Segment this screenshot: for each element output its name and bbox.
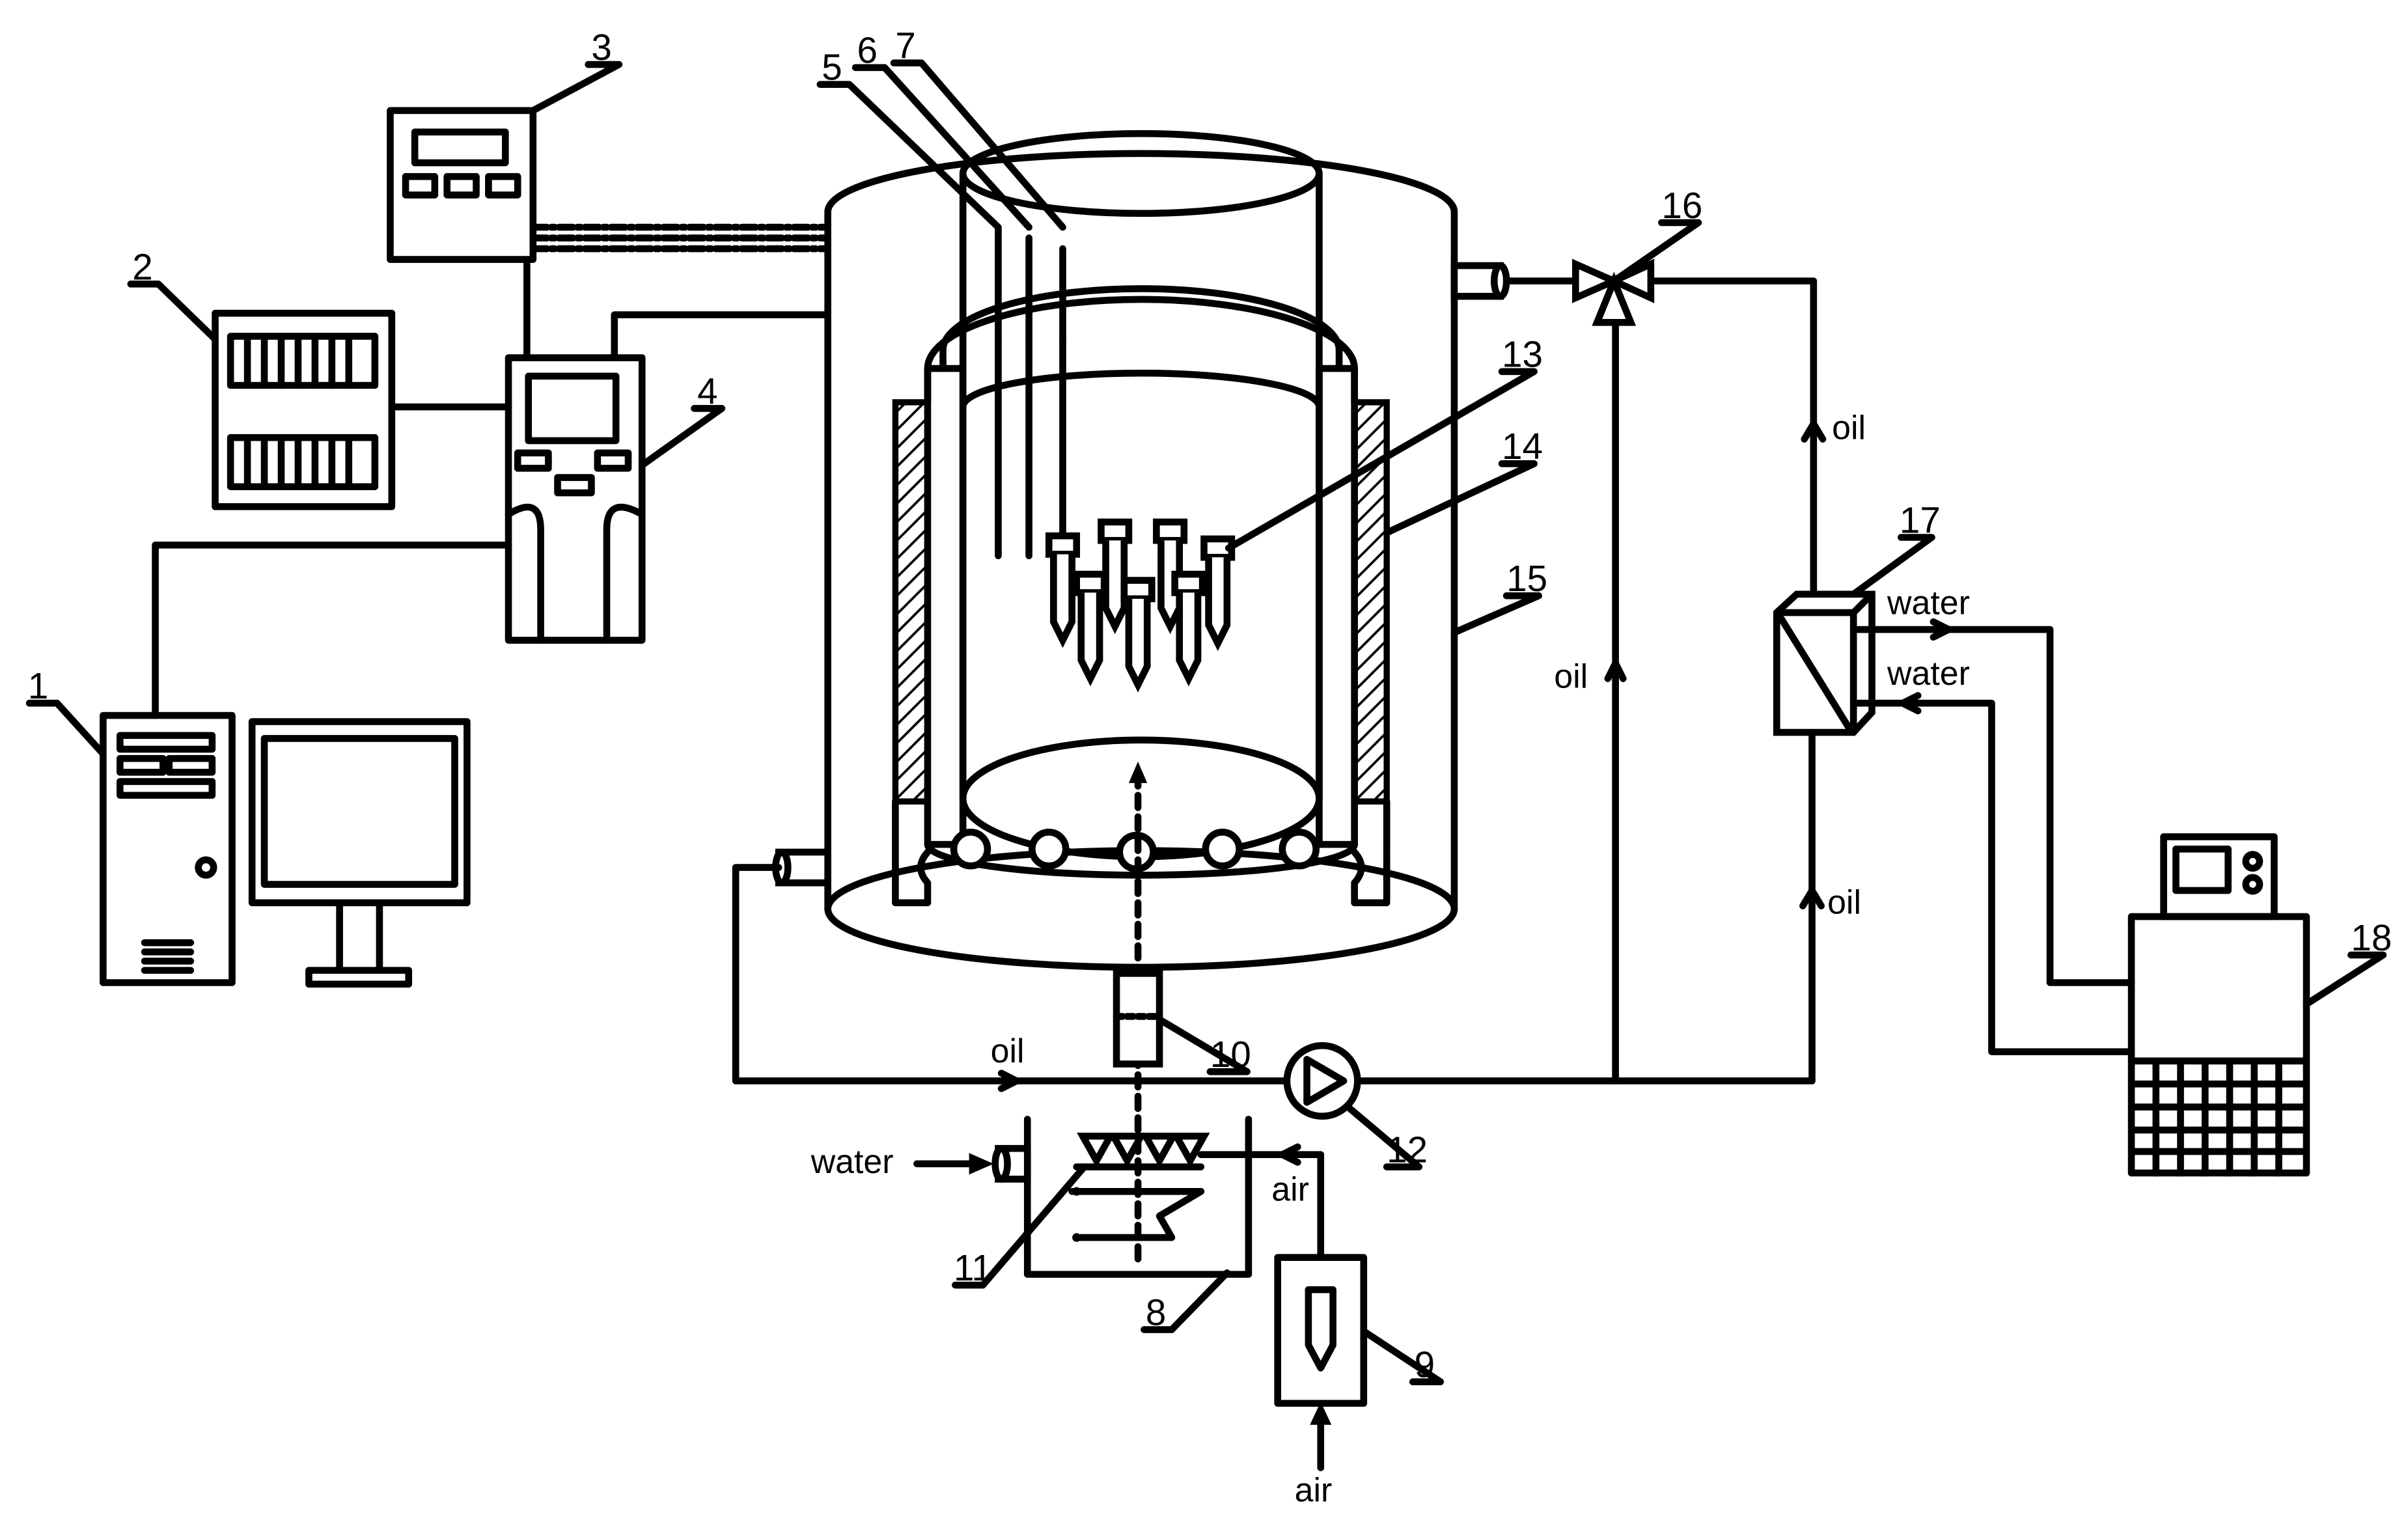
three-way-valve [1571, 258, 1655, 326]
leader-lines [25, 59, 2387, 1386]
label-water-tank-inlet: water [810, 1142, 894, 1180]
sample-tubes [1045, 518, 1236, 693]
label-water-in: water [1887, 654, 1970, 692]
oil-piping [732, 277, 1827, 1092]
label-part-9: 9 [1415, 1344, 1435, 1385]
label-oil-lower: oil [1827, 883, 1861, 920]
label-part-5: 5 [822, 47, 842, 88]
label-oil-bottom: oil [991, 1032, 1025, 1070]
label-part-6: 6 [857, 30, 877, 71]
label-oil-riser: oil [1554, 657, 1588, 695]
water-bath [2127, 833, 2310, 1177]
flow-labels: oil oil oil oil water water water air ai… [810, 409, 1970, 1509]
oil-outlet-port [1450, 262, 1510, 300]
label-part-14: 14 [1502, 426, 1543, 467]
data-recorder [212, 309, 512, 510]
label-air-inlet: air [1295, 1471, 1333, 1509]
heating-jacket [892, 285, 1391, 907]
part-number-labels: 1 2 3 4 5 6 7 8 9 10 11 12 13 14 15 16 1… [28, 25, 2392, 1385]
label-part-1: 1 [28, 665, 48, 706]
label-part-16: 16 [1661, 185, 1702, 226]
label-part-8: 8 [1146, 1292, 1166, 1333]
label-part-13: 13 [1502, 334, 1543, 375]
probes [995, 223, 1066, 560]
label-part-4: 4 [697, 370, 717, 411]
label-air-to-nozzles: air [1271, 1170, 1309, 1208]
label-oil-upper: oil [1832, 409, 1866, 447]
label-part-11: 11 [954, 1247, 992, 1288]
label-part-12: 12 [1387, 1129, 1428, 1170]
pump [1283, 1042, 1361, 1120]
computer [100, 541, 512, 988]
oil-inlet-port [772, 848, 831, 887]
label-part-18: 18 [2351, 917, 2392, 958]
label-part-7: 7 [895, 25, 915, 66]
water-tank [913, 1116, 1252, 1278]
label-part-10: 10 [1210, 1034, 1251, 1075]
heat-exchanger [1773, 590, 2135, 1055]
label-part-17: 17 [1900, 499, 1941, 540]
label-part-15: 15 [1506, 558, 1547, 599]
flow-sensor [1113, 970, 1163, 1068]
label-part-3: 3 [591, 27, 611, 68]
label-water-out: water [1887, 583, 1970, 621]
label-part-2: 2 [132, 246, 152, 287]
